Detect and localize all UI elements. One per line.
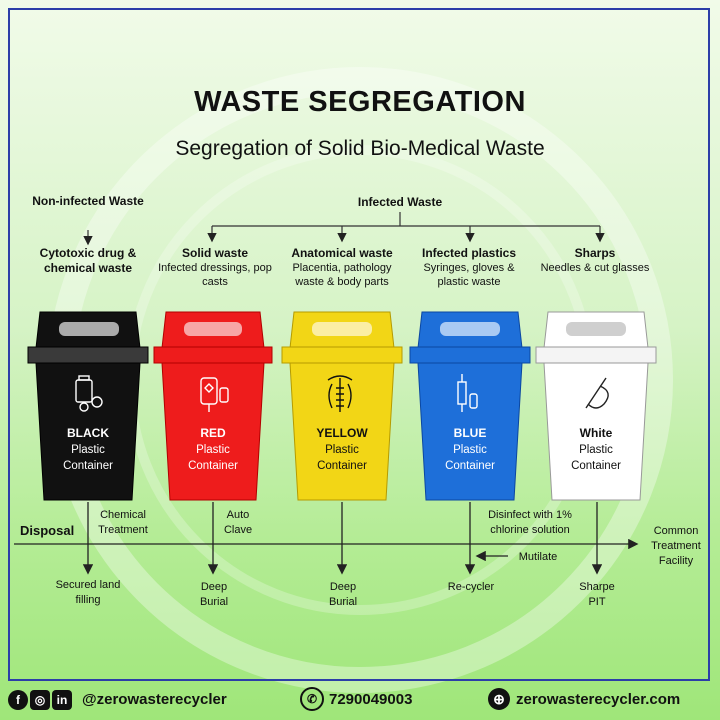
category-desc: Needles & cut glasses (540, 262, 650, 274)
blue-bin-label: BLUE Plastic Container (426, 425, 514, 474)
globe-icon: ⊕ (488, 688, 510, 710)
category-title: Infected plastics (421, 246, 517, 260)
website-link[interactable]: zerowasterecycler.com (516, 691, 681, 708)
bin-container: Container (63, 460, 113, 472)
autoclave-label: Auto Clave (223, 509, 253, 536)
social-handle[interactable]: @zerowasterecycler (82, 691, 227, 708)
bin-container: Container (445, 460, 495, 472)
page-title: WASTE SEGREGATION (194, 86, 526, 118)
category-desc: Syringes, gloves & plastic waste (423, 262, 515, 288)
category-title: Anatomical waste (291, 246, 393, 260)
bin-name: BLUE (453, 426, 487, 440)
linkedin-icon[interactable]: in (52, 690, 72, 710)
outcome-label: Deep Burial (199, 581, 229, 608)
bin-type: Plastic (325, 444, 359, 456)
bin-container: Container (188, 460, 238, 472)
common-facility-label: Common Treatment Facility (651, 525, 701, 567)
disposal-label: Disposal (20, 523, 75, 538)
outcome-label: Secured land filling (55, 579, 121, 606)
black-bin-label: BLACK Plastic Container (44, 425, 132, 474)
blue-bin (409, 311, 531, 501)
bin-type: Plastic (196, 444, 230, 456)
category-title: Sharps (574, 246, 616, 260)
yellow-bin (281, 311, 403, 501)
bin-name: BLACK (67, 426, 109, 440)
white-bin (535, 311, 657, 501)
bin-type: Plastic (71, 444, 105, 456)
infected-heading: Infected Waste (357, 195, 443, 209)
category-anatomical: Anatomical waste Placentia, pathology wa… (278, 246, 406, 289)
category-infected-plastics: Infected plastics Syringes, gloves & pla… (410, 246, 528, 289)
instagram-icon[interactable]: ◎ (30, 690, 50, 710)
disinfect-label: Disinfect with 1% chlorine solution (488, 509, 572, 536)
non-infected-heading: Non-infected Waste (32, 194, 144, 208)
bin-name: YELLOW (316, 426, 368, 440)
white-bin-label: White Plastic Container (552, 425, 640, 474)
page-subtitle: Segregation of Solid Bio-Medical Waste (175, 137, 545, 160)
red-bin (153, 311, 273, 501)
anatomy-icon (327, 375, 353, 412)
category-sharps: Sharps Needles & cut glasses (540, 246, 650, 275)
outcome-label: Sharpe PIT (579, 581, 615, 608)
chemical-treatment-label: Chemical Treatment (98, 509, 148, 536)
category-desc: Infected dressings, pop casts (158, 262, 272, 288)
bin-type: Plastic (579, 444, 613, 456)
footer: f◎in @zerowasterecycler ✆ 7290049003 ⊕ z… (0, 684, 720, 720)
category-desc: Placentia, pathology waste & body parts (292, 262, 392, 288)
black-bin (27, 311, 149, 501)
infusion-bag-icon (200, 377, 229, 412)
outcome-label: Re-cycler (447, 581, 495, 593)
phone-number[interactable]: 7290049003 (329, 691, 413, 708)
bin-name: White (579, 426, 613, 440)
needle-icon (585, 377, 609, 409)
bin-name: RED (200, 426, 226, 440)
bin-container: Container (571, 460, 621, 472)
bin-type: Plastic (453, 444, 487, 456)
red-bin-label: RED Plastic Container (170, 425, 256, 474)
yellow-bin-label: YELLOW Plastic Container (298, 425, 386, 474)
mutilate-label: Mutilate (518, 551, 558, 563)
page-frame (8, 8, 710, 681)
bin-container: Container (317, 460, 367, 472)
cytotoxic-category: Cytotoxic drug & chemical waste (39, 246, 137, 275)
phone-icon: ✆ (300, 687, 324, 711)
medicine-bottle-icon (75, 375, 103, 412)
facebook-icon[interactable]: f (8, 690, 28, 710)
syringe-icon (457, 374, 478, 412)
social-icons: f◎in (8, 690, 74, 710)
category-solid: Solid waste Infected dressings, pop cast… (155, 246, 275, 289)
outcome-label: Deep Burial (328, 581, 358, 608)
category-title: Solid waste (181, 246, 249, 260)
